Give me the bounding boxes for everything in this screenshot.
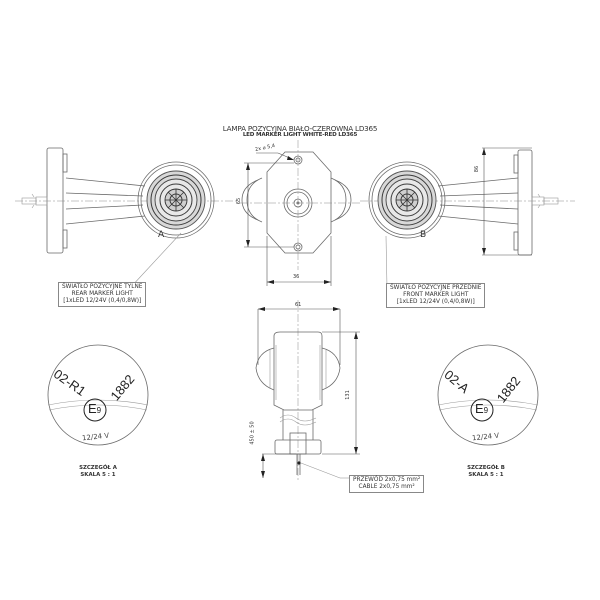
detail-b-mark-letter: E	[475, 401, 484, 416]
callout-front-line1: ŚWIATŁO POZYCYJNE PRZEDNIE	[390, 285, 482, 291]
callout-rear-line1: ŚWIATŁO POZYCYJNE TYLNE	[62, 284, 143, 290]
callout-front-line3: [1xLED 12/24V (0,4/0,8W)]	[396, 299, 475, 305]
detail-a-mark: E9	[88, 401, 101, 416]
detail-a-name: SZCZEGÓŁ A	[79, 465, 117, 471]
detail-b-caption: SZCZEGÓŁ B SKALA 5 : 1	[448, 465, 524, 478]
right-view-front-lamp	[360, 147, 575, 289]
dim-cable-length: 450 ± 50	[249, 421, 256, 445]
callout-cable: PRZEWÓD 2x0,75 mm² CABLE 2x0,75 mm²	[349, 475, 425, 493]
callout-rear-line3: [1xLED 12/24V (0,4/0,8W)]	[63, 298, 142, 304]
title-english: LED MARKER LIGHT WHITE-RED LD365	[242, 132, 358, 138]
detail-b-mark: E9	[475, 401, 488, 416]
detail-b-circle	[437, 344, 539, 446]
detail-a-scale: SKALA 5 : 1	[80, 471, 116, 478]
dim-total-height: 131	[344, 390, 351, 400]
detail-b-scale: SKALA 5 : 1	[468, 471, 504, 478]
callout-rear-marker: ŚWIATŁO POZYCYJNE TYLNE REAR MARKER LIGH…	[58, 282, 147, 307]
dim-side-width: 61	[295, 302, 302, 308]
callout-rear-line2: REAR MARKER LIGHT	[71, 291, 133, 297]
detail-a-circle	[47, 344, 149, 446]
dim-hole-spacing: 65	[236, 197, 243, 205]
callout-front-line2: FRONT MARKER LIGHT	[403, 292, 469, 298]
dim-base-width: 36	[293, 274, 300, 280]
detail-a-mark-letter: E	[88, 401, 97, 416]
callout-cable-line2: CABLE 2x0,75 mm²	[358, 484, 415, 490]
callout-front-marker: ŚWIATŁO POZYCYJNE PRZEDNIE FRONT MARKER …	[386, 283, 486, 308]
title-polish: LAMPA POZYCYJNA BIAŁO-CZEROWNA LD365	[222, 124, 378, 133]
dim-bracket-height: 86	[474, 165, 481, 173]
detail-b-mark-sub: 9	[483, 406, 489, 415]
view-label-a: A	[158, 230, 165, 240]
detail-a-caption: SZCZEGÓŁ A SKALA 5 : 1	[60, 465, 136, 478]
center-front-view	[240, 140, 360, 286]
view-label-b: B	[420, 230, 427, 240]
side-view	[255, 300, 360, 480]
left-view-rear-lamp	[15, 147, 240, 289]
detail-a-mark-sub: 9	[96, 406, 102, 415]
detail-b-name: SZCZEGÓŁ B	[467, 465, 505, 471]
callout-cable-line1: PRZEWÓD 2x0,75 mm²	[353, 477, 421, 483]
